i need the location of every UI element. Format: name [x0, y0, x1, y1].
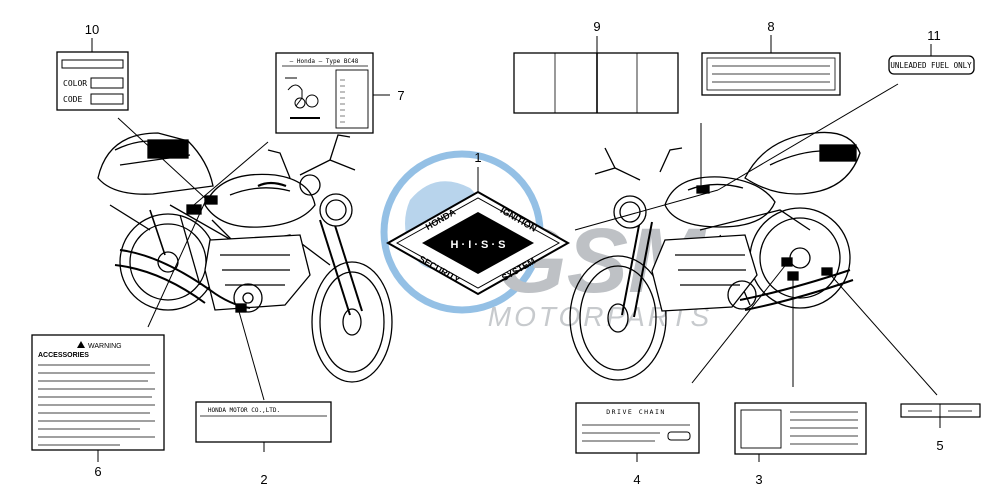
- callout-3: 3: [755, 472, 762, 487]
- callout-1: 1: [474, 150, 481, 165]
- chart-panel-label: [734, 402, 867, 455]
- small-tag-label: [900, 403, 981, 418]
- blank-strip-label: [701, 52, 841, 96]
- warning-accessories-label: WARNING ACCESSORIES: [31, 334, 165, 451]
- callout-9: 9: [593, 19, 600, 34]
- honda-motor-label: HONDA MOTOR CO.,LTD.: [195, 401, 332, 443]
- honda-motor-text: HONDA MOTOR CO.,LTD.: [208, 407, 280, 414]
- warning-triangle-icon: [77, 341, 85, 348]
- drive-chain-label: DRIVE CHAIN: [575, 402, 700, 454]
- callout-4: 4: [633, 472, 640, 487]
- color-code-color-text: COLOR: [63, 79, 87, 88]
- callout-7: 7: [397, 88, 404, 103]
- drive-chain-gauge-icon: [667, 431, 691, 441]
- callout-5: 5: [936, 438, 943, 453]
- warning-title: WARNING: [88, 343, 122, 350]
- callout-11: 11: [927, 28, 941, 43]
- color-code-code-text: CODE: [63, 95, 82, 104]
- emblem-middle-text: H · I · S · S: [451, 239, 506, 251]
- leader-lines: [91, 35, 941, 462]
- right-motorcycle: [569, 131, 861, 381]
- unleaded-fuel-label: UNLEADED FUEL ONLY: [888, 55, 975, 75]
- callout-2: 2: [260, 472, 267, 487]
- unleaded-fuel-text: UNLEADED FUEL ONLY: [890, 61, 972, 70]
- drive-chain-text: DRIVE CHAIN: [606, 408, 666, 416]
- callout-numbers: 1 2 3 4 5 6 7 8 9 10 11: [85, 19, 944, 487]
- callout-10: 10: [85, 22, 99, 37]
- color-code-label: COLOR CODE: [56, 51, 129, 111]
- type-label-header: — Honda — Type BC48: [290, 58, 359, 65]
- type-label-diagram-icon: [285, 77, 320, 119]
- warning-text-lines: [38, 364, 155, 446]
- callout-6: 6: [94, 464, 101, 479]
- warning-subtitle: ACCESSORIES: [38, 352, 89, 359]
- blank-panel-label: [513, 52, 679, 114]
- callout-8: 8: [767, 19, 774, 34]
- type-label: — Honda — Type BC48: [275, 52, 374, 134]
